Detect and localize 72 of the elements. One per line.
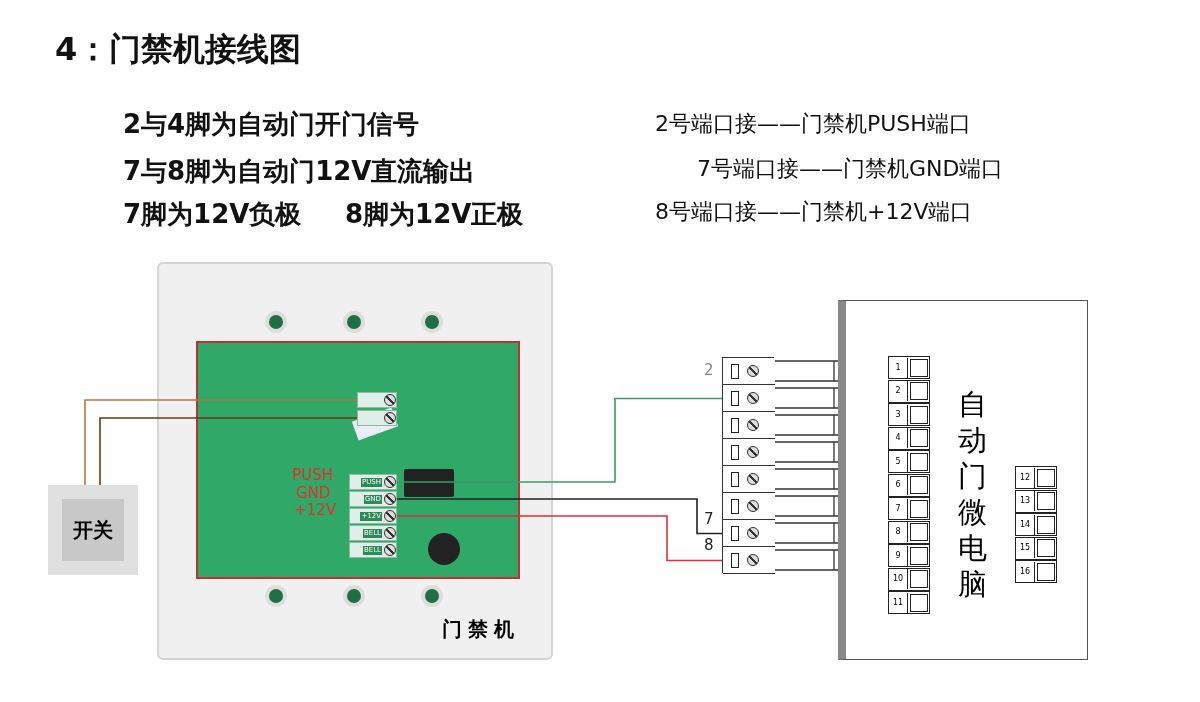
pin-terminal bbox=[1015, 560, 1057, 583]
pin-terminal bbox=[1015, 489, 1057, 513]
pin-terminal bbox=[888, 450, 930, 473]
pin-terminal bbox=[888, 520, 930, 544]
pin-number: 14 bbox=[1016, 514, 1035, 535]
screw-terminal bbox=[349, 508, 397, 524]
terminal-slot bbox=[723, 520, 775, 547]
wire bbox=[84, 399, 358, 486]
terminal-label: PUSH bbox=[292, 467, 333, 484]
screw-terminal bbox=[357, 410, 397, 426]
pin-number: 8 bbox=[889, 522, 908, 542]
pin-number: 10 bbox=[889, 569, 908, 589]
pin-number: 11 bbox=[889, 592, 908, 613]
terminal-label: +12V bbox=[294, 502, 336, 519]
pin-number: 15 bbox=[1016, 538, 1035, 558]
terminal-slot bbox=[723, 385, 775, 412]
wire bbox=[396, 397, 724, 483]
wire bbox=[99, 417, 358, 486]
pin-number: 6 bbox=[889, 475, 908, 495]
pin-terminal bbox=[888, 544, 930, 567]
pin-terminal bbox=[888, 356, 930, 379]
terminal-slot bbox=[723, 493, 775, 520]
wire bbox=[396, 515, 724, 562]
pin-terminal bbox=[888, 497, 930, 520]
note-text: 8脚为12V正极 bbox=[345, 200, 524, 229]
note-text: 7与8脚为自动门12V直流输出 bbox=[123, 157, 476, 186]
board-name: 自动门微电脑 bbox=[958, 386, 988, 602]
terminal-slot bbox=[723, 466, 775, 493]
pin-number: 4 bbox=[889, 428, 908, 448]
pin-number: 12 bbox=[1016, 467, 1035, 488]
port-number: 7 bbox=[704, 511, 714, 528]
wire bbox=[396, 498, 724, 535]
pin-terminal bbox=[888, 473, 930, 497]
terminal-slot bbox=[723, 439, 775, 466]
pin-number: 9 bbox=[889, 545, 908, 566]
note-text: 7号端口接——门禁机GND端口 bbox=[697, 157, 1004, 182]
controller-board bbox=[838, 300, 1088, 660]
pin-number: 16 bbox=[1016, 561, 1035, 582]
note-text: 7脚为12V负极 bbox=[123, 200, 302, 229]
pin-terminal bbox=[1015, 536, 1057, 560]
pin-terminal bbox=[888, 591, 930, 614]
pin-terminal bbox=[888, 379, 930, 403]
switch-label: 开关 bbox=[62, 499, 124, 561]
screw-terminal bbox=[357, 392, 397, 408]
pin-number: 13 bbox=[1016, 491, 1035, 511]
note-text: 2号端口接——门禁机PUSH端口 bbox=[655, 112, 971, 137]
pin-terminal bbox=[888, 426, 930, 450]
note-text: 8号端口接——门禁机+12V端口 bbox=[655, 200, 973, 225]
screw-terminal bbox=[349, 491, 397, 507]
pin-number: 5 bbox=[889, 451, 908, 472]
screw-terminal bbox=[349, 525, 397, 541]
pin-terminal bbox=[888, 567, 930, 591]
screw-terminal bbox=[349, 542, 397, 558]
pin-number: 1 bbox=[889, 357, 908, 378]
note-text: 2与4脚为自动门开门信号 bbox=[123, 110, 420, 139]
terminal-slot bbox=[723, 547, 775, 574]
screw-terminal bbox=[349, 474, 397, 490]
pin-terminal bbox=[1015, 513, 1057, 536]
port-number: 8 bbox=[704, 537, 714, 554]
terminal-label: GND bbox=[296, 485, 331, 502]
terminal-slot bbox=[723, 412, 775, 439]
pin-number: 7 bbox=[889, 498, 908, 519]
diagram-title: 4：门禁机接线图 bbox=[55, 29, 302, 70]
port-number: 2 bbox=[704, 362, 714, 379]
device-name: 门禁机 bbox=[442, 616, 520, 643]
terminal-block bbox=[722, 357, 774, 573]
pin-number: 2 bbox=[889, 381, 908, 401]
pin-number: 3 bbox=[889, 404, 908, 425]
terminal-slot bbox=[723, 358, 775, 385]
pin-terminal bbox=[888, 403, 930, 426]
pin-terminal bbox=[1015, 466, 1057, 489]
switch-box bbox=[48, 485, 138, 575]
